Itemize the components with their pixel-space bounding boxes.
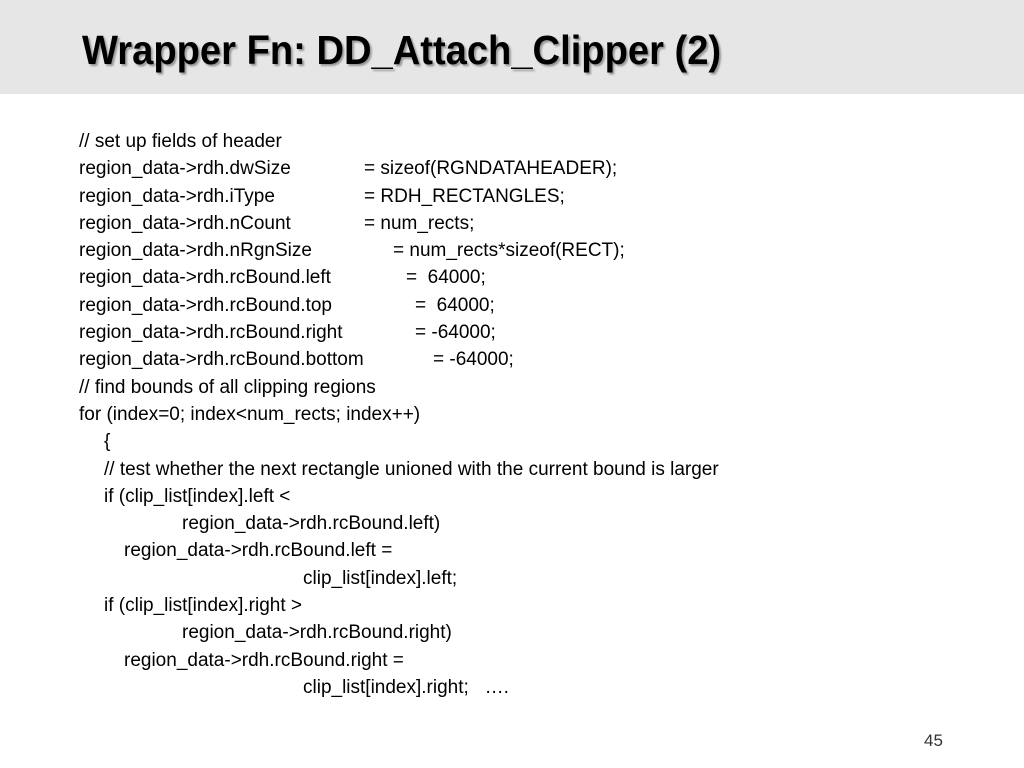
- code-line: region_data->rdh.rcBound.left): [79, 510, 979, 537]
- code-line: region_data->rdh.rcBound.bottom = -64000…: [79, 346, 979, 373]
- code-line: region_data->rdh.rcBound.left =: [79, 537, 979, 564]
- code-comment: // find bounds of all clipping regions: [79, 376, 376, 398]
- code-line: clip_list[index].left;: [79, 565, 979, 592]
- code-value: = -64000;: [415, 322, 496, 344]
- code-line: region_data->rdh.iType = RDH_RECTANGLES;: [79, 183, 979, 210]
- code-value: = RDH_RECTANGLES;: [364, 185, 565, 207]
- code-value: = num_rects*sizeof(RECT);: [393, 240, 625, 262]
- code-line: region_data->rdh.rcBound.left = 64000;: [79, 264, 979, 291]
- code-text: if (clip_list[index].left <: [104, 485, 291, 507]
- code-line: // test whether the next rectangle union…: [79, 456, 979, 483]
- code-text: // set up fields of header: [79, 131, 282, 152]
- code-value: = 64000;: [415, 294, 495, 316]
- code-text: region_data->rdh.rcBound.left =: [124, 540, 393, 562]
- code-line: region_data->rdh.rcBound.right = -64000;: [79, 319, 979, 346]
- code-key: region_data->rdh.nRgnSize: [79, 240, 312, 262]
- code-value: = -64000;: [433, 349, 514, 371]
- code-value: = sizeof(RGNDATAHEADER);: [364, 158, 618, 180]
- code-text: region_data->rdh.rcBound.right =: [124, 649, 404, 671]
- code-comment: // test whether the next rectangle union…: [104, 458, 719, 480]
- title-band: [0, 0, 1024, 94]
- code-line: region_data->rdh.rcBound.right): [79, 619, 979, 646]
- code-key: region_data->rdh.dwSize: [79, 158, 291, 180]
- code-key: region_data->rdh.rcBound.left: [79, 267, 331, 289]
- code-value: = num_rects;: [364, 212, 475, 234]
- code-line: {: [79, 428, 979, 455]
- code-line: region_data->rdh.nCount = num_rects;: [79, 210, 979, 237]
- code-line: if (clip_list[index].right >: [79, 592, 979, 619]
- code-key: region_data->rdh.rcBound.bottom: [79, 349, 364, 371]
- code-text: for (index=0; index<num_rects; index++): [79, 403, 421, 425]
- code-text: region_data->rdh.rcBound.right): [182, 622, 452, 644]
- code-key: region_data->rdh.nCount: [79, 212, 291, 234]
- code-text: region_data->rdh.rcBound.left): [182, 513, 441, 535]
- code-text: {: [104, 431, 111, 453]
- code-key: region_data->rdh.rcBound.right: [79, 322, 343, 344]
- code-line: region_data->rdh.dwSize = sizeof(RGNDATA…: [79, 155, 979, 182]
- code-key: region_data->rdh.iType: [79, 185, 275, 207]
- code-line: for (index=0; index<num_rects; index++): [79, 401, 979, 428]
- slide-title: Wrapper Fn: DD_Attach_Clipper (2): [82, 27, 722, 73]
- code-text: clip_list[index].right; ….: [303, 676, 509, 698]
- page-number: 45: [924, 731, 943, 750]
- code-line: // set up fields of header: [79, 128, 979, 155]
- code-line: region_data->rdh.rcBound.top = 64000;: [79, 292, 979, 319]
- code-text: clip_list[index].left;: [303, 567, 458, 589]
- code-line: region_data->rdh.nRgnSize = num_rects*si…: [79, 237, 979, 264]
- code-line: if (clip_list[index].left <: [79, 483, 979, 510]
- code-text: if (clip_list[index].right >: [104, 595, 302, 617]
- code-line: clip_list[index].right; ….: [79, 674, 979, 701]
- code-block: // set up fields of header region_data->…: [79, 128, 979, 701]
- code-line: region_data->rdh.rcBound.right =: [79, 647, 979, 674]
- code-key: region_data->rdh.rcBound.top: [79, 294, 332, 316]
- code-value: = 64000;: [406, 267, 486, 289]
- code-line: // find bounds of all clipping regions: [79, 374, 979, 401]
